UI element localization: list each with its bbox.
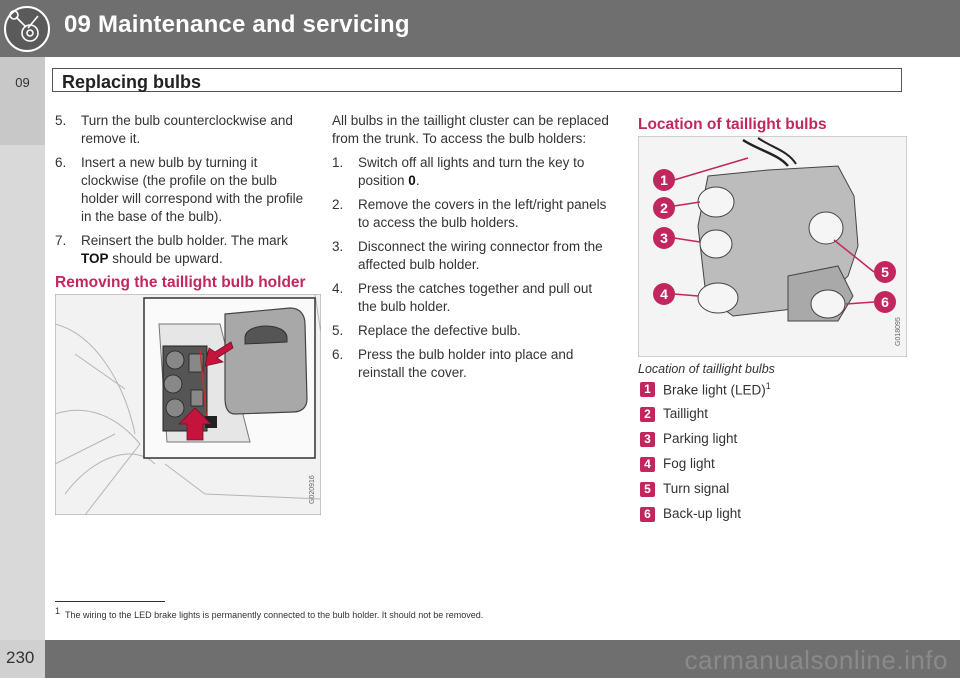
- legend-item-parking-light: 3 Parking light: [640, 430, 900, 450]
- chapter-tab: 09: [15, 75, 30, 90]
- section-title: Replacing bulbs: [62, 72, 202, 92]
- callout-5: 5: [881, 264, 889, 280]
- watermark: carmanualsonline.info: [684, 645, 948, 675]
- heading-location-bulbs: Location of taillight bulbs: [638, 116, 827, 133]
- chapter-title: 09 Maintenance and servicing: [64, 11, 410, 38]
- legend-item-taillight: 2 Taillight: [640, 405, 900, 425]
- step-6: 6.Insert a new bulb by turning it clockw…: [55, 155, 304, 224]
- legend-item-turn-signal: 5 Turn signal: [640, 480, 900, 500]
- maintenance-wrench-icon: [4, 6, 50, 52]
- step-4: 4.Press the catches together and pull ou…: [332, 281, 593, 314]
- left-margin-bar: [0, 57, 45, 640]
- step-6b: 6.Press the bulb holder into place and r…: [332, 347, 574, 380]
- step-1: 1.Switch off all lights and turn the key…: [332, 155, 585, 188]
- callout-1: 1: [660, 172, 668, 188]
- chapter-tab-bar: [0, 57, 45, 145]
- figure-code: G018095: [895, 317, 902, 346]
- footnote: 1 The wiring to the LED brake lights is …: [55, 606, 484, 620]
- legend-item-brake-light: 1 Brake light (LED)1: [640, 380, 900, 400]
- callout-6: 6: [881, 294, 889, 310]
- step-7: 7.Reinsert the bulb holder. The mark TOP…: [55, 233, 288, 266]
- chapter-header: [0, 0, 960, 57]
- footer-page-tab: [0, 640, 45, 678]
- callout-2: 2: [660, 200, 668, 216]
- step-5b: 5.Replace the defective bulb.: [332, 323, 521, 338]
- step-5: 5.Turn the bulb counterclockwise and rem…: [55, 113, 293, 146]
- heading-removing-bulb-holder: Removing the taillight bulb holder: [55, 274, 306, 291]
- legend-item-fog-light: 4 Fog light: [640, 455, 900, 475]
- intro-text: All bulbs in the taillight cluster can b…: [332, 113, 609, 146]
- footnote-rule: [55, 601, 165, 602]
- trunk-bulb-holder-figure: G020916: [55, 294, 321, 515]
- column-2: All bulbs in the taillight cluster can b…: [332, 112, 612, 388]
- legend-item-back-up-light: 6 Back-up light: [640, 505, 900, 525]
- section-title-box: [52, 68, 902, 92]
- step-3: 3.Disconnect the wiring connector from t…: [332, 239, 603, 272]
- page-footer: [0, 640, 960, 678]
- figure-caption: Location of taillight bulbs: [638, 362, 775, 376]
- figure-code: G020916: [309, 475, 316, 504]
- page-number: 230: [6, 648, 35, 667]
- column-1: 5.Turn the bulb counterclockwise and rem…: [55, 112, 313, 274]
- callout-3: 3: [660, 230, 668, 246]
- step-2: 2.Remove the covers in the left/right pa…: [332, 197, 607, 230]
- callout-4: 4: [660, 286, 668, 302]
- taillight-bulb-location-figure: 1 2 3 4 5 6 G018095: [638, 136, 907, 357]
